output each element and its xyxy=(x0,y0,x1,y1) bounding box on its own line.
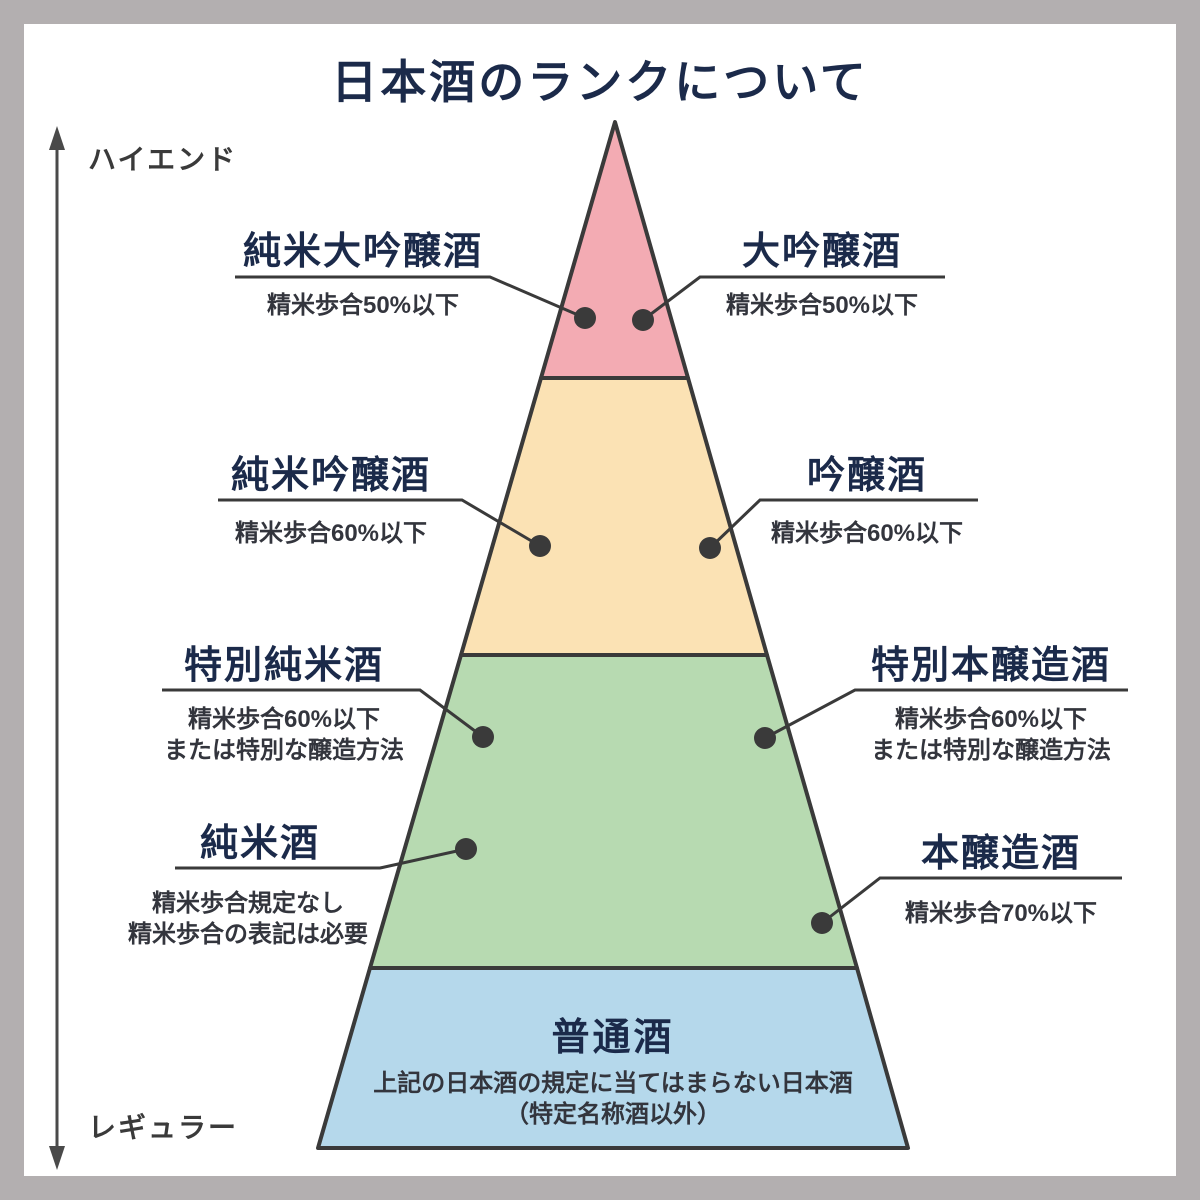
label-tokubetsu-honjozo: 特別本醸造酒 xyxy=(870,645,1111,687)
page-title: 日本酒のランクについて xyxy=(331,56,869,108)
desc-line: 精米歩合70%以下 xyxy=(904,900,1098,927)
desc-line: 精米歩合規定なし xyxy=(152,890,344,917)
marker-dot-ginjo xyxy=(699,537,721,559)
leader-line-tokubetsu-junmai xyxy=(162,688,484,739)
arrow-up-icon xyxy=(49,126,65,150)
label-junmai: 純米酒 xyxy=(199,823,320,865)
leader-line-daiginjo xyxy=(642,275,945,322)
label-junmai-daiginjo-desc: 精米歩合50%以下 xyxy=(203,290,523,321)
label-junmai-ginjo-desc: 精米歩合60%以下 xyxy=(171,518,491,549)
desc-line: 上記の日本酒の規定に当てはまらない日本酒 xyxy=(373,1070,853,1097)
leader-line-honjozo xyxy=(821,876,1122,925)
label-tokubetsu-junmai-desc: 精米歩合60%以下 または特別な醸造方法 xyxy=(124,704,444,766)
tier-futsushu-polygon xyxy=(316,966,910,1150)
desc-line: 精米歩合60%以下 xyxy=(187,706,381,733)
leader-line-junmai xyxy=(175,847,467,870)
label-honjozo-desc: 精米歩合70%以下 xyxy=(841,898,1161,929)
rank-axis-arrow xyxy=(49,126,65,1170)
label-junmai-desc: 精米歩合規定なし 精米歩合の表記は必要 xyxy=(88,888,408,950)
label-junmai-daiginjo: 純米大吟醸酒 xyxy=(242,231,483,273)
desc-line: 精米歩合60%以下 xyxy=(234,520,428,547)
marker-dot-junmai xyxy=(455,838,477,860)
leader-line-junmai-ginjo xyxy=(218,498,541,548)
desc-line: 精米歩合60%以下 xyxy=(770,520,964,547)
desc-line: （特定名称酒以外） xyxy=(505,1101,721,1128)
marker-dot-junmai-ginjo xyxy=(529,535,551,557)
label-honjozo: 本醸造酒 xyxy=(920,833,1081,875)
label-ginjo-desc: 精米歩合60%以下 xyxy=(707,518,1027,549)
axis-label-regular: レギュラー xyxy=(88,1112,239,1143)
marker-dot-honjozo xyxy=(811,912,833,934)
tier-ginjo-polygon xyxy=(459,376,769,657)
label-futsushu-desc: 上記の日本酒の規定に当てはまらない日本酒 （特定名称酒以外） xyxy=(333,1068,893,1130)
desc-line: または特別な醸造方法 xyxy=(871,737,1111,764)
label-daiginjo: 大吟醸酒 xyxy=(741,231,902,273)
desc-line: 精米歩合50%以下 xyxy=(266,292,460,319)
arrow-down-icon xyxy=(49,1146,65,1170)
leader-line-tokubetsu-honjozo xyxy=(764,688,1128,740)
label-tokubetsu-junmai: 特別純米酒 xyxy=(183,645,384,687)
label-daiginjo-desc: 精米歩合50%以下 xyxy=(662,290,982,321)
label-junmai-ginjo: 純米吟醸酒 xyxy=(230,455,431,497)
marker-dot-junmai-daiginjo xyxy=(574,307,596,329)
marker-dot-tokubetsu-honjozo xyxy=(754,727,776,749)
leader-line-junmai-daiginjo xyxy=(235,275,586,320)
tier-junmai-polygon xyxy=(368,653,859,970)
desc-line: または特別な醸造方法 xyxy=(164,737,404,764)
label-ginjo: 吟醸酒 xyxy=(806,455,927,497)
marker-dot-daiginjo xyxy=(632,309,654,331)
label-futsushu: 普通酒 xyxy=(551,1017,675,1059)
label-tokubetsu-honjozo-desc: 精米歩合60%以下 または特別な醸造方法 xyxy=(831,704,1151,766)
marker-dot-tokubetsu-junmai xyxy=(472,726,494,748)
desc-line: 精米歩合の表記は必要 xyxy=(128,921,368,948)
leader-line-ginjo xyxy=(708,498,978,550)
axis-label-highend: ハイエンド xyxy=(88,144,238,175)
desc-line: 精米歩合50%以下 xyxy=(725,292,919,319)
desc-line: 精米歩合60%以下 xyxy=(894,706,1088,733)
